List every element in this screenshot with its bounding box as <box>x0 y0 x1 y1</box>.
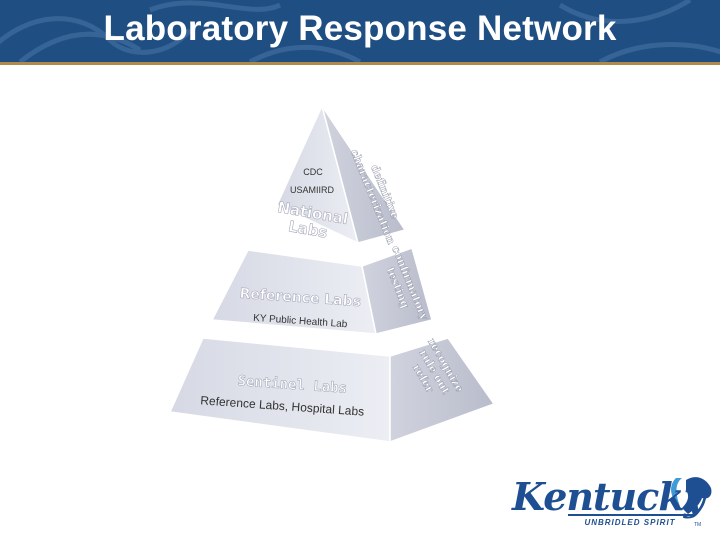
kentucky-tagline: UNBRIDLED SPIRIT <box>584 518 675 527</box>
kentucky-trademark: TM <box>694 522 701 528</box>
tier-national-labs: CDC USAMIIRD National Labs definitive ch… <box>276 103 407 246</box>
logo-swoosh <box>568 514 694 516</box>
horse-mane-icon <box>671 478 682 506</box>
slide-title: Laboratory Response Network <box>103 9 617 48</box>
header-accent-rule <box>0 62 720 65</box>
tier-sentinel-labs: Sentinel Labs Reference Labs, Hospital L… <box>168 336 496 444</box>
kentucky-logo: Kentucky UNBRIDLED SPIRIT TM <box>511 474 712 528</box>
kentucky-wordmark: Kentucky <box>511 474 709 519</box>
horse-head-icon <box>682 477 712 514</box>
tier-reference-labs: Reference Labs KY Public Health Lab conf… <box>210 243 433 335</box>
title-bar: Laboratory Response Network <box>0 0 720 62</box>
tier-national-member-2: USAMIIRD <box>290 185 335 195</box>
tier-national-member-1: CDC <box>303 167 323 177</box>
header-swirl-graphic <box>0 0 720 62</box>
tier-sentinel-side-face <box>389 337 496 444</box>
tier-reference-side-face <box>361 247 433 335</box>
tier-national-side-face <box>321 105 407 244</box>
